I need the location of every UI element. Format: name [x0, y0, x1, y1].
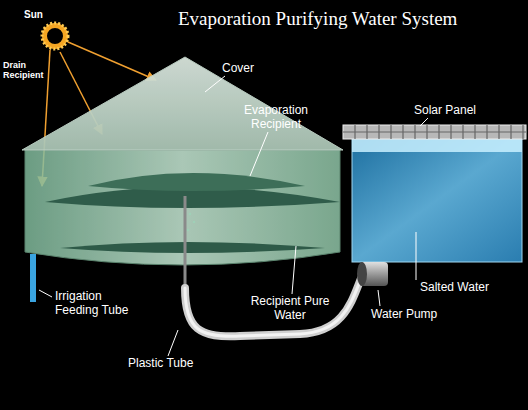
sun-symbol — [42, 23, 68, 49]
water-surface — [352, 138, 522, 152]
part-label: Water Pump — [371, 308, 451, 322]
part-label: Drain Recipient — [3, 60, 55, 81]
part-label: Sun — [24, 9, 64, 21]
leader-lines — [39, 76, 428, 356]
pure-water-tank — [25, 150, 340, 265]
plastic-tube-shine — [185, 276, 362, 336]
part-label: Plastic Tube — [128, 357, 208, 371]
cover-cone — [22, 57, 343, 150]
part-label: Evaporation Recipient — [236, 104, 316, 132]
part-label: Recipient Pure Water — [250, 295, 330, 323]
water-pump — [357, 262, 388, 286]
tank-bottom — [60, 242, 325, 253]
part-label: Salted Water — [420, 281, 500, 295]
plastic-tube — [185, 276, 362, 336]
solar-panel — [343, 125, 526, 139]
irrigation-tube — [30, 254, 36, 302]
drain-pipe — [184, 196, 187, 290]
part-label: Irrigation Feeding Tube — [55, 290, 135, 318]
water-drops — [187, 213, 195, 231]
evaporation-recipient — [88, 173, 305, 191]
part-label: Cover — [222, 62, 272, 76]
title: Evaporation Purifying Water System — [178, 8, 457, 30]
salt-water-tank — [352, 138, 522, 262]
part-label: Solar Panel — [414, 104, 494, 118]
